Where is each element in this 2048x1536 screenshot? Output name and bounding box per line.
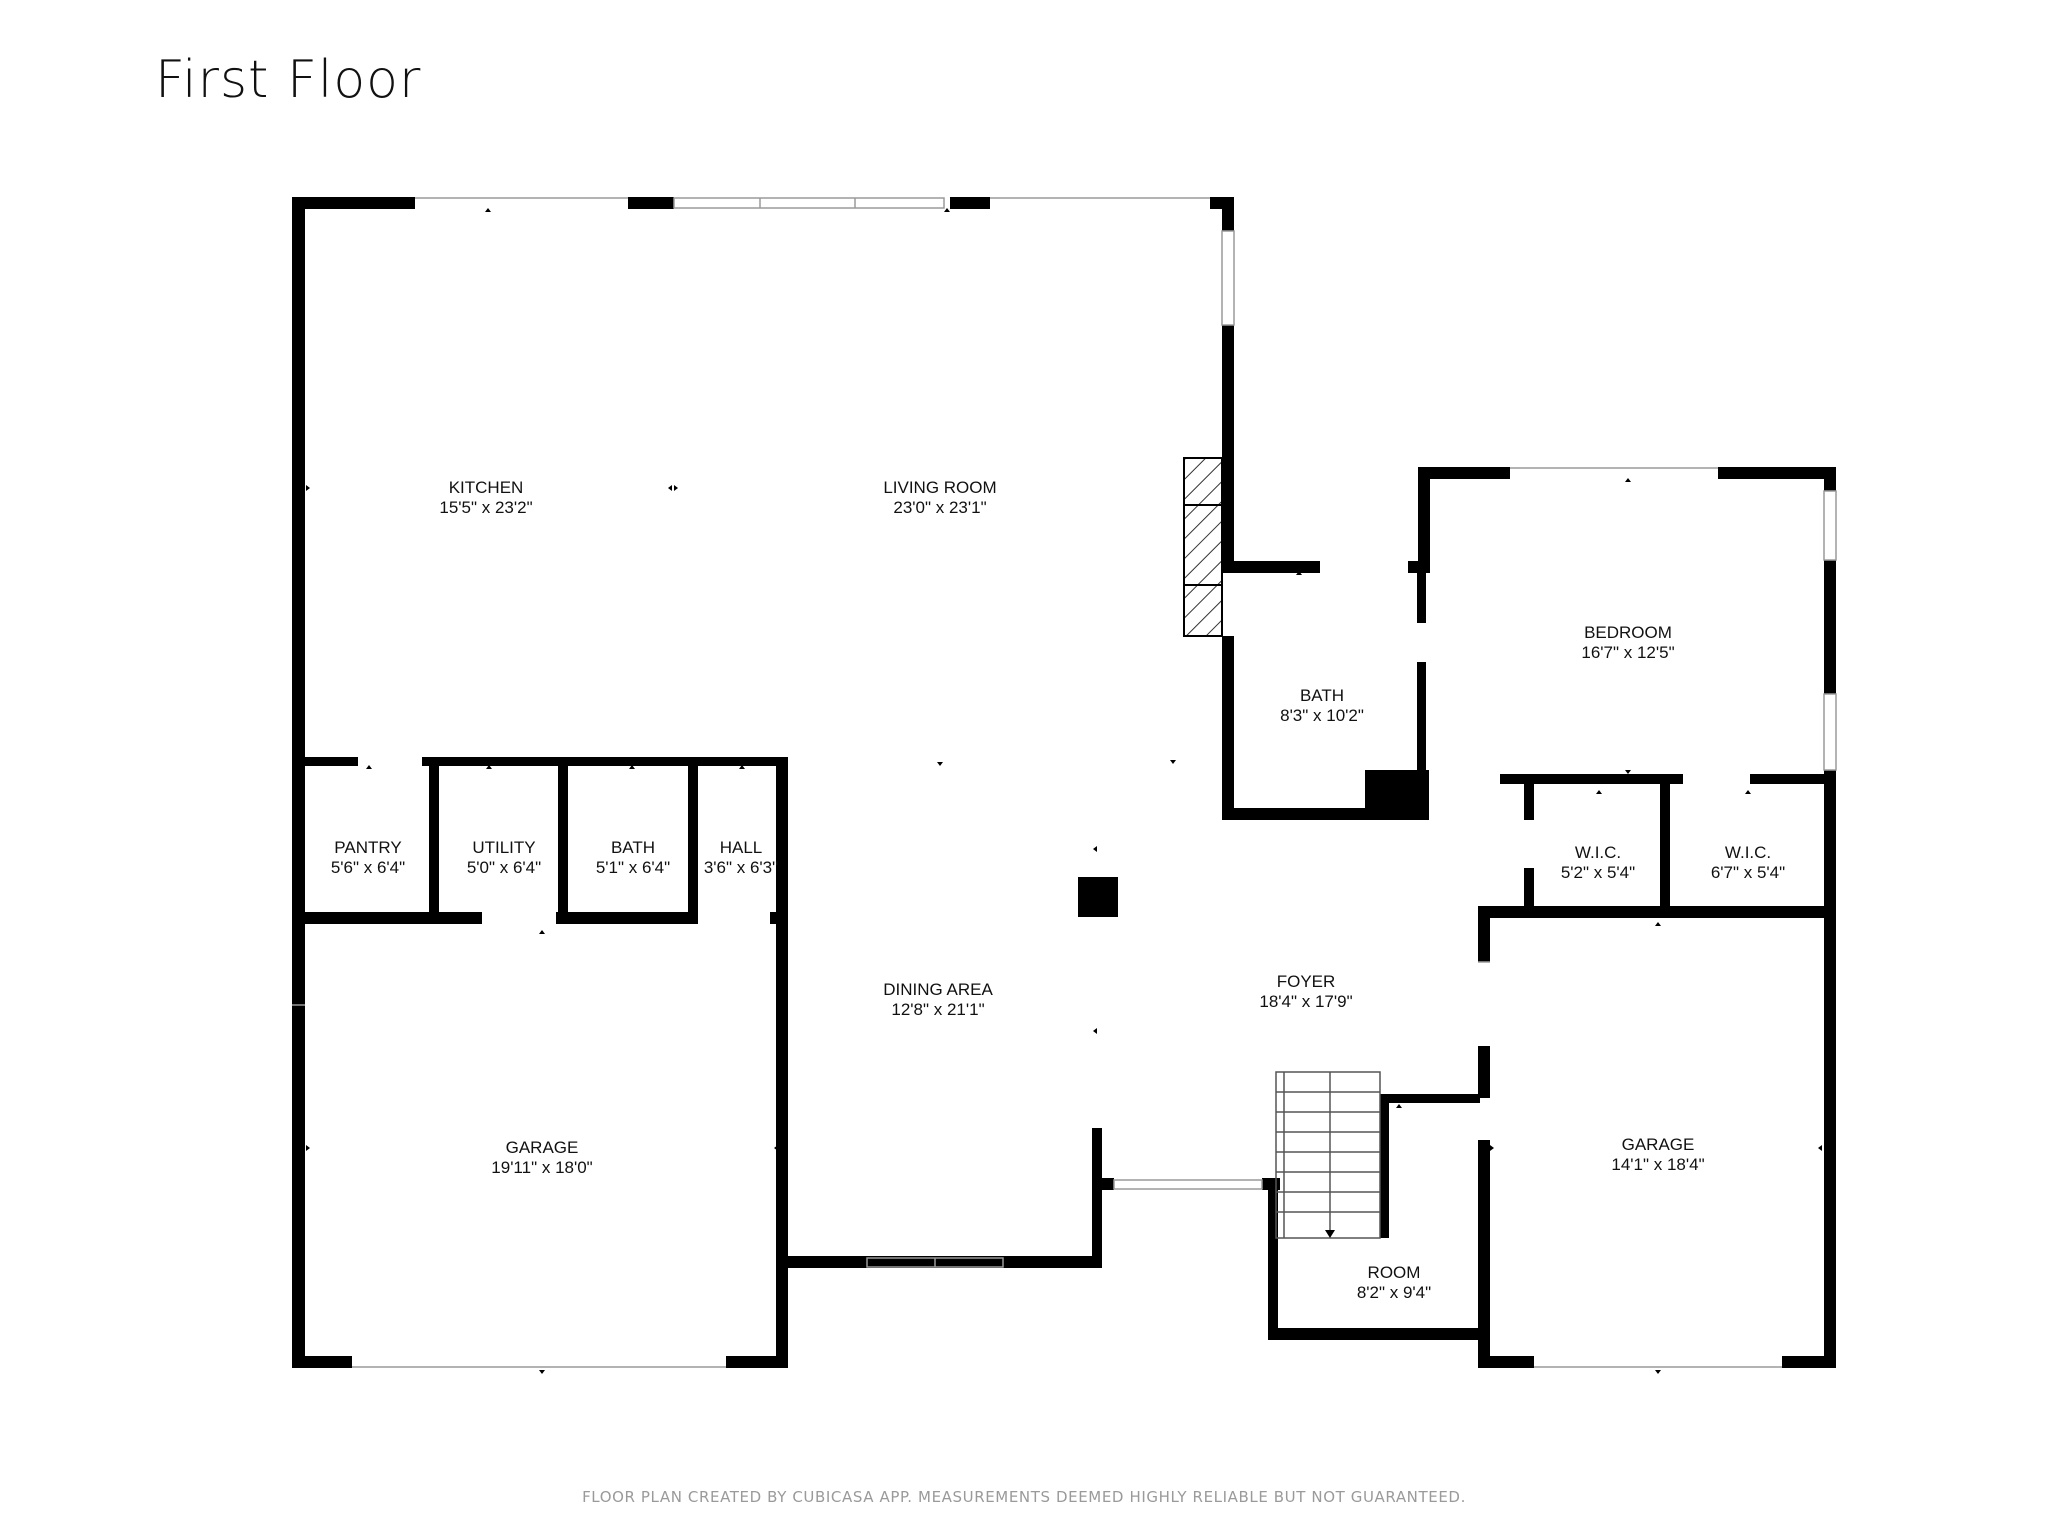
svg-text:W.I.C.: W.I.C.	[1725, 843, 1771, 862]
room-bedroom: BEDROOM 16'7" x 12'5"	[1581, 623, 1674, 662]
svg-text:15'5" x 23'2": 15'5" x 23'2"	[439, 498, 532, 517]
svg-text:BATH: BATH	[1300, 686, 1344, 705]
room-pantry: PANTRY 5'6" x 6'4"	[331, 838, 405, 877]
room-wic-left: W.I.C. 5'2" x 5'4"	[1561, 843, 1635, 882]
room-wic-right: W.I.C. 6'7" x 5'4"	[1711, 843, 1785, 882]
svg-text:18'4" x 17'9": 18'4" x 17'9"	[1259, 992, 1352, 1011]
svg-text:GARAGE: GARAGE	[1622, 1135, 1695, 1154]
windows	[292, 197, 1837, 1368]
room-kitchen: KITCHEN 15'5" x 23'2"	[439, 478, 532, 517]
dimension-ticks	[306, 208, 1822, 1374]
walls	[292, 197, 1836, 1368]
footer-disclaimer: FLOOR PLAN CREATED BY CUBICASA APP. MEAS…	[582, 1488, 1466, 1506]
staircase	[1275, 1071, 1381, 1239]
svg-text:3'6" x 6'3": 3'6" x 6'3"	[704, 858, 778, 877]
svg-text:12'8" x 21'1": 12'8" x 21'1"	[891, 1000, 984, 1019]
svg-text:BATH: BATH	[611, 838, 655, 857]
room-foyer: FOYER 18'4" x 17'9"	[1259, 972, 1352, 1011]
svg-text:19'11" x 18'0": 19'11" x 18'0"	[491, 1158, 592, 1177]
svg-text:W.I.C.: W.I.C.	[1575, 843, 1621, 862]
svg-text:8'2" x 9'4": 8'2" x 9'4"	[1357, 1283, 1431, 1302]
room-bath-upper: BATH 8'3" x 10'2"	[1280, 686, 1364, 725]
svg-text:KITCHEN: KITCHEN	[449, 478, 524, 497]
fireplace	[1183, 457, 1223, 637]
room-hall: HALL 3'6" x 6'3"	[704, 838, 778, 877]
svg-text:HALL: HALL	[720, 838, 763, 857]
room-garage-left: GARAGE 19'11" x 18'0"	[491, 1138, 592, 1177]
svg-text:5'1" x 6'4": 5'1" x 6'4"	[596, 858, 670, 877]
svg-text:DINING AREA: DINING AREA	[883, 980, 993, 999]
room-bath-lower: BATH 5'1" x 6'4"	[596, 838, 670, 877]
svg-text:5'2" x 5'4": 5'2" x 5'4"	[1561, 863, 1635, 882]
room-living-room: LIVING ROOM 23'0" x 23'1"	[883, 478, 996, 517]
svg-text:8'3" x 10'2": 8'3" x 10'2"	[1280, 706, 1364, 725]
room-dining-area: DINING AREA 12'8" x 21'1"	[883, 980, 993, 1019]
svg-text:FOYER: FOYER	[1277, 972, 1336, 991]
room-garage-right: GARAGE 14'1" x 18'4"	[1611, 1135, 1704, 1174]
svg-text:BEDROOM: BEDROOM	[1584, 623, 1672, 642]
svg-text:5'6" x 6'4": 5'6" x 6'4"	[331, 858, 405, 877]
svg-text:5'0" x 6'4": 5'0" x 6'4"	[467, 858, 541, 877]
svg-text:23'0" x 23'1": 23'0" x 23'1"	[893, 498, 986, 517]
svg-text:16'7" x 12'5": 16'7" x 12'5"	[1581, 643, 1674, 662]
svg-text:14'1" x 18'4": 14'1" x 18'4"	[1611, 1155, 1704, 1174]
svg-text:LIVING ROOM: LIVING ROOM	[883, 478, 996, 497]
room-room: ROOM 8'2" x 9'4"	[1357, 1263, 1431, 1302]
svg-text:PANTRY: PANTRY	[334, 838, 401, 857]
svg-text:GARAGE: GARAGE	[506, 1138, 579, 1157]
page-title: First Floor	[155, 50, 422, 110]
svg-text:6'7" x 5'4": 6'7" x 5'4"	[1711, 863, 1785, 882]
svg-text:UTILITY: UTILITY	[472, 838, 535, 857]
svg-text:ROOM: ROOM	[1368, 1263, 1421, 1282]
room-utility: UTILITY 5'0" x 6'4"	[467, 838, 541, 877]
